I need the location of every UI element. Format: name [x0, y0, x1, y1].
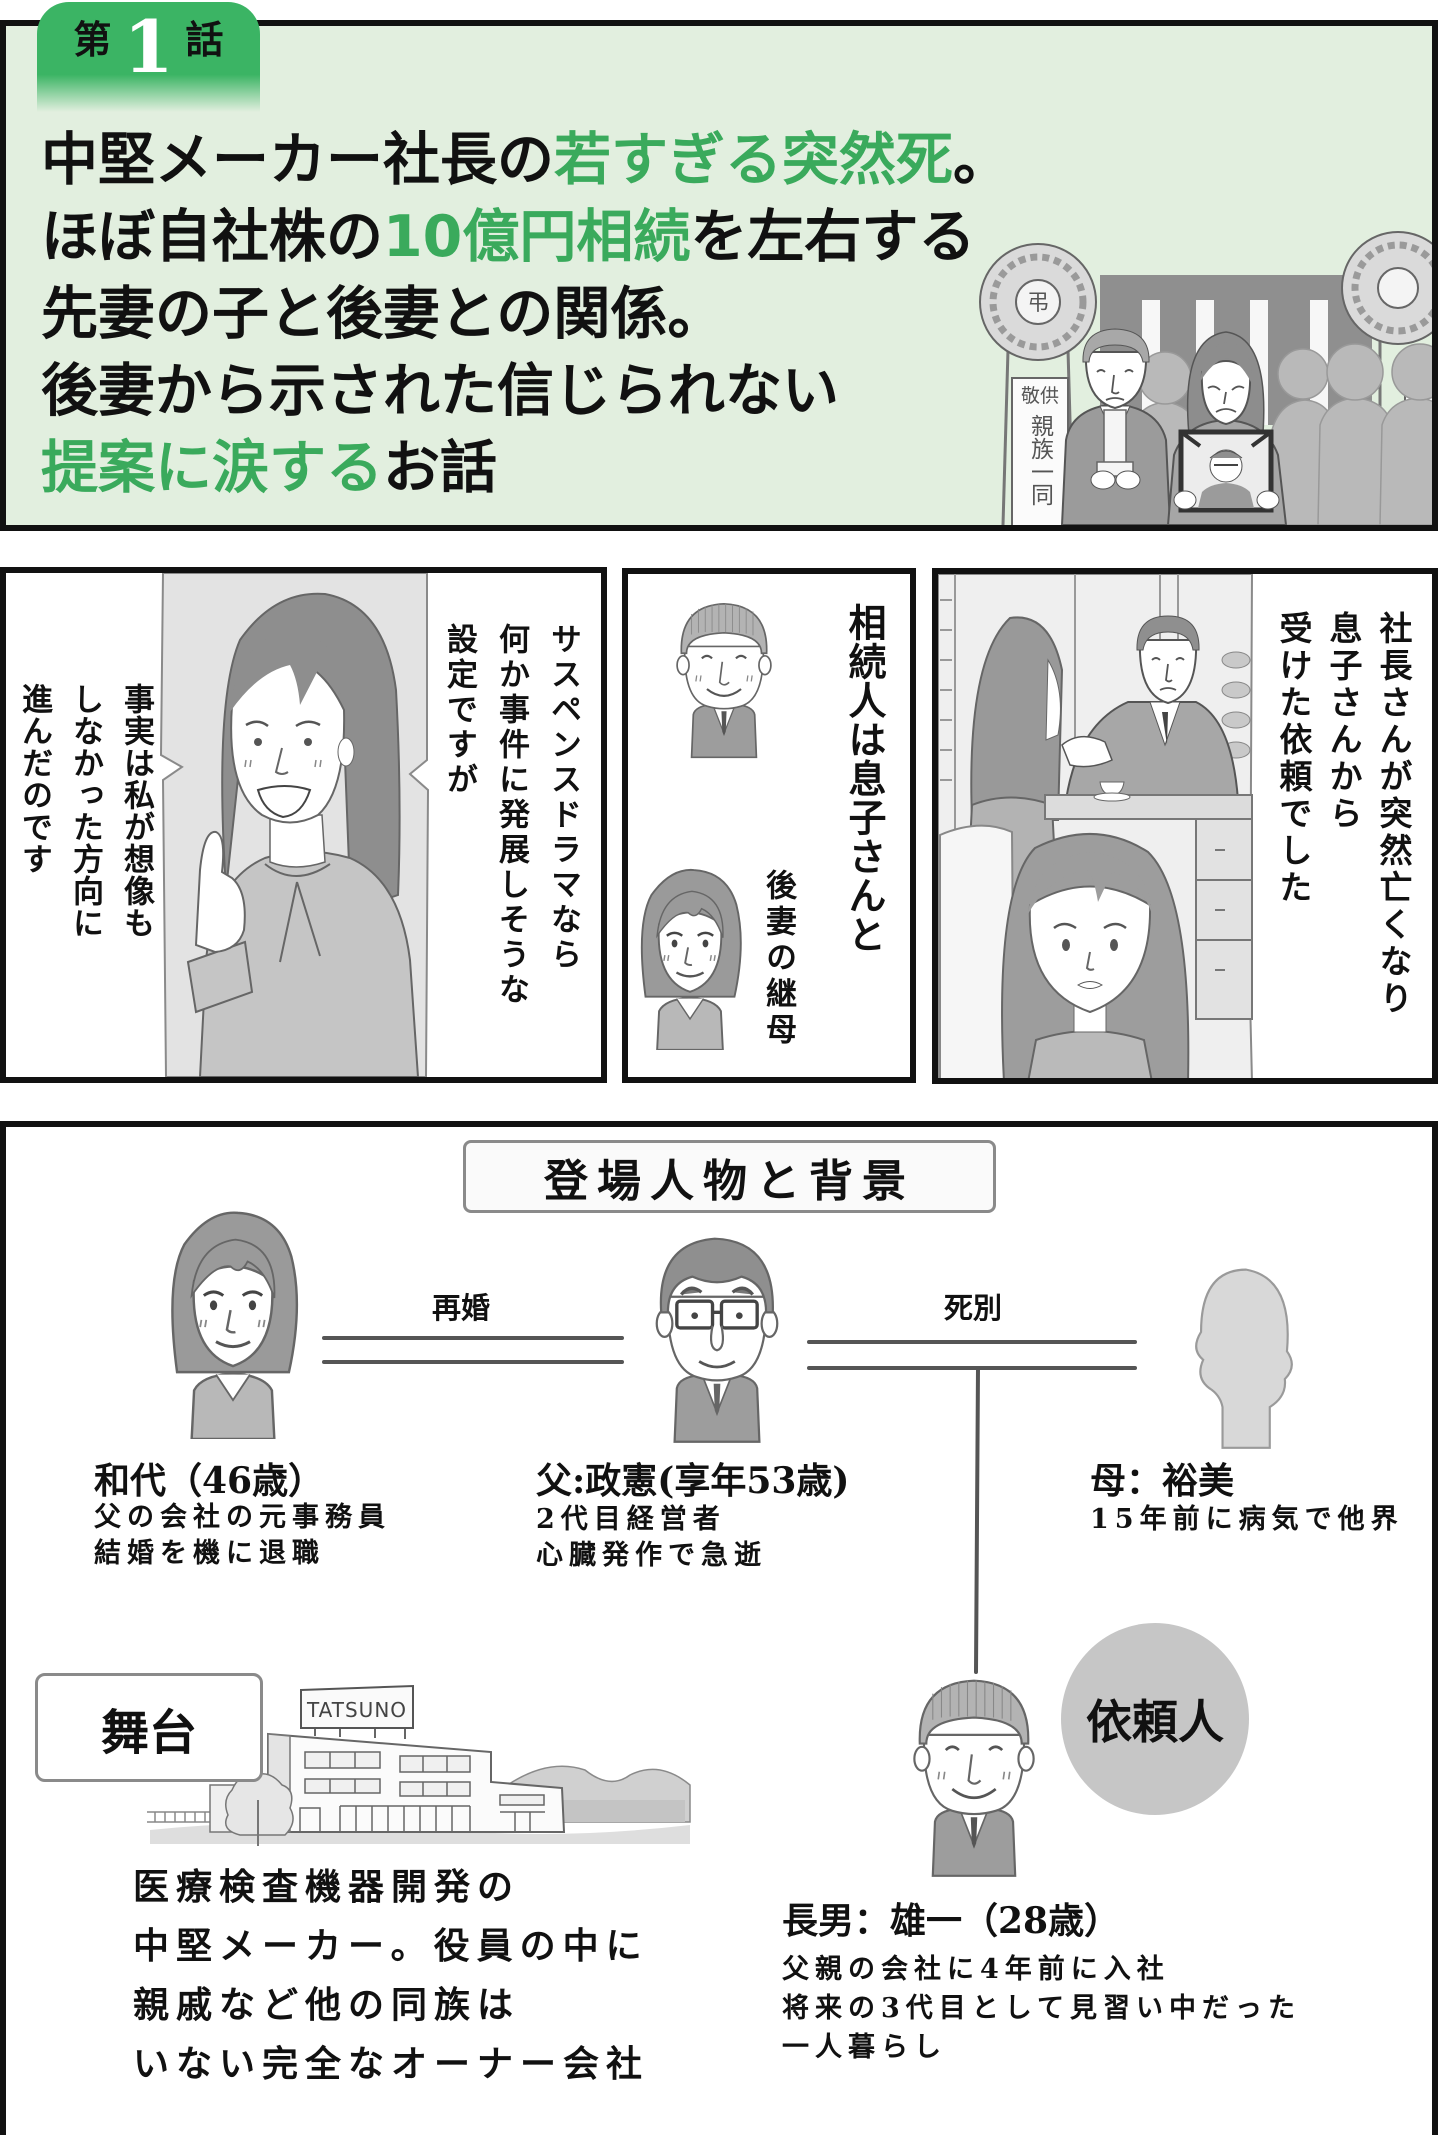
title-highlight: 提案に涙する — [41, 435, 383, 501]
detail-line: 15年前に病気で他界 — [1090, 1504, 1404, 1535]
title-text: 先妻の子と後妻との関係。 — [41, 281, 725, 347]
panel-1-narration-right: サスペンスドラマなら 何か事件に発展しそうな 設定ですが — [433, 623, 589, 1008]
son-name: 長男：雄一（28歳） — [782, 1900, 1121, 1942]
title-text: 中堅メーカー社長の — [41, 127, 554, 193]
description-line: 中堅メーカー。役員の中に — [133, 1925, 649, 1967]
episode-tab: 第 1 話 — [37, 2, 260, 112]
stepmother-details: 父の会社の元事務員 結婚を機に退職 — [94, 1500, 391, 1572]
narration-column: 設定ですが — [441, 623, 477, 798]
narration-column: サスペンスドラマなら — [545, 623, 581, 973]
narration-column: 事実は私が想像も — [118, 683, 154, 939]
title-text: お話 — [383, 435, 497, 501]
narration-column: 息子さんから — [1324, 611, 1363, 833]
detail-line: 将来の3代目として見習い中だった — [782, 1993, 1301, 2024]
father-name: 父:政憲(享年53歳) — [536, 1460, 850, 1502]
cast-section-title: 登場人物と背景 — [463, 1140, 996, 1213]
detail-line: 結婚を機に退職 — [94, 1538, 325, 1569]
description-line: いない完全なオーナー会社 — [133, 2043, 650, 2085]
episode-suffix: 話 — [185, 18, 224, 62]
son-details: 父親の会社に4年前に入社 将来の3代目として見習い中だった 一人暮らし — [782, 1950, 1301, 2067]
title-highlight: 若すぎる突然死 — [554, 127, 953, 193]
title-text: 。 — [953, 127, 1010, 193]
panel-2-caption-main: 相続人は息子さんと — [838, 603, 890, 954]
caption-column: 相続人は息子さんと — [842, 603, 887, 954]
narration-column: 受けた依頼でした — [1274, 611, 1313, 907]
title-line: ほぼ自社株の10億円相続を左右する — [41, 199, 1010, 276]
panel-1-narration-left: 事実は私が想像も しなかった方向に 進んだのです — [8, 683, 161, 939]
panel-2-caption-sub: 後妻の継母 — [756, 869, 800, 1049]
remarriage-label: 再婚 — [432, 1291, 491, 1325]
stepmother-name: 和代（46歳） — [94, 1460, 325, 1502]
title-highlight: 10億円相続 — [383, 204, 691, 270]
detail-line: 一人暮らし — [782, 2032, 947, 2063]
caption-column: 後妻の継母 — [760, 869, 796, 1049]
detail-line: 父親の会社に4年前に入社 — [782, 1954, 1170, 1985]
episode-number: 1 — [123, 4, 174, 89]
title-text: 後妻から示された信じられない — [41, 358, 839, 424]
episode-label: 第 1 話 — [37, 2, 260, 83]
detail-line: 2代目経営者 — [536, 1504, 726, 1535]
narration-column: 社長さんが突然亡くなり — [1374, 611, 1413, 1018]
title-line: 提案に涙するお話 — [41, 430, 1010, 507]
title-text: を左右する — [690, 204, 976, 270]
title-line: 後妻から示された信じられない — [41, 353, 1010, 430]
panel-3-narration: 社長さんが突然亡くなり 息子さんから 受けた依頼でした — [1268, 611, 1418, 1018]
narration-column: 進んだのです — [16, 683, 52, 875]
narration-column: 何か事件に発展しそうな — [493, 623, 529, 1008]
detail-line: 父の会社の元事務員 — [94, 1502, 391, 1533]
father-details: 2代目経営者 心臓発作で急逝 — [536, 1502, 767, 1574]
stage-label-box: 舞台 — [35, 1673, 263, 1782]
title-line: 先妻の子と後妻との関係。 — [41, 276, 1010, 353]
title-text: ほぼ自社株の — [41, 204, 383, 270]
mother-details: 15年前に病気で他界 — [1090, 1502, 1404, 1538]
stage-description: 医療検査機器開発の 中堅メーカー。役員の中に 親戚など他の同族は いない完全なオ… — [133, 1858, 649, 2094]
client-badge: 依頼人 — [1061, 1623, 1249, 1815]
bereavement-label: 死別 — [944, 1291, 1003, 1325]
episode-prefix: 第 — [73, 18, 112, 62]
detail-line: 心臓発作で急逝 — [536, 1540, 767, 1571]
title-line: 中堅メーカー社長の若すぎる突然死。 — [41, 122, 1010, 199]
narration-column: しなかった方向に — [67, 683, 103, 939]
description-line: 親戚など他の同族は — [133, 1984, 521, 2026]
mother-name: 母：裕美 — [1090, 1460, 1235, 1502]
episode-title: 中堅メーカー社長の若すぎる突然死。 ほぼ自社株の10億円相続を左右する 先妻の子… — [41, 122, 1010, 507]
description-line: 医療検査機器開発の — [133, 1866, 521, 1908]
